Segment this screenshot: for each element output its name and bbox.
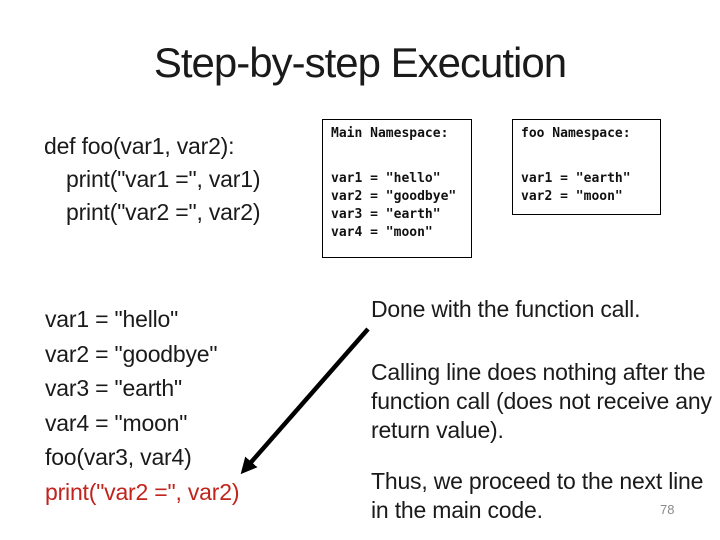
note-done: Done with the function call. [371, 296, 641, 322]
code-line: foo(var3, var4) [45, 444, 192, 471]
code-line: var3 = "earth" [45, 375, 182, 402]
main-code-block: var1 = "hello" var2 = "goodbye" var3 = "… [45, 302, 239, 510]
arrow-line [240, 327, 370, 475]
namespace-entry: var3 = "earth" [331, 207, 441, 222]
highlighted-code-line: print("var2 =", var2) [45, 478, 240, 505]
function-def-code-block: def foo(var1, var2): print("var1 =", var… [44, 130, 260, 229]
main-namespace-box: Main Namespace: var1 = "hello" var2 = "g… [322, 119, 472, 258]
namespace-box-title: Main Namespace: [331, 126, 449, 141]
slide-title: Step-by-step Execution [153, 39, 567, 86]
code-line: var2 = "goodbye" [45, 340, 218, 367]
namespace-box-title: foo Namespace: [521, 126, 631, 141]
namespace-entry: var4 = "moon" [331, 225, 433, 240]
code-line: print("var2 =", var2) [66, 199, 261, 225]
namespace-entry: var1 = "hello" [331, 171, 441, 186]
namespace-entry: var1 = "earth" [521, 171, 631, 186]
code-line: var4 = "moon" [45, 409, 188, 436]
note-calling-line: Calling line does nothing after the func… [371, 359, 712, 443]
namespace-entry: var2 = "moon" [521, 189, 623, 204]
code-line: print("var1 =", var1) [66, 166, 261, 192]
namespace-entry: var2 = "goodbye" [331, 189, 457, 204]
note-proceed: Thus, we proceed to the next line in the… [371, 468, 704, 523]
code-line: var1 = "hello" [45, 306, 179, 332]
foo-namespace-box: foo Namespace: var1 = "earth" var2 = "mo… [512, 119, 661, 215]
code-line: def foo(var1, var2): [44, 133, 235, 159]
page-number: 78 [660, 502, 675, 517]
